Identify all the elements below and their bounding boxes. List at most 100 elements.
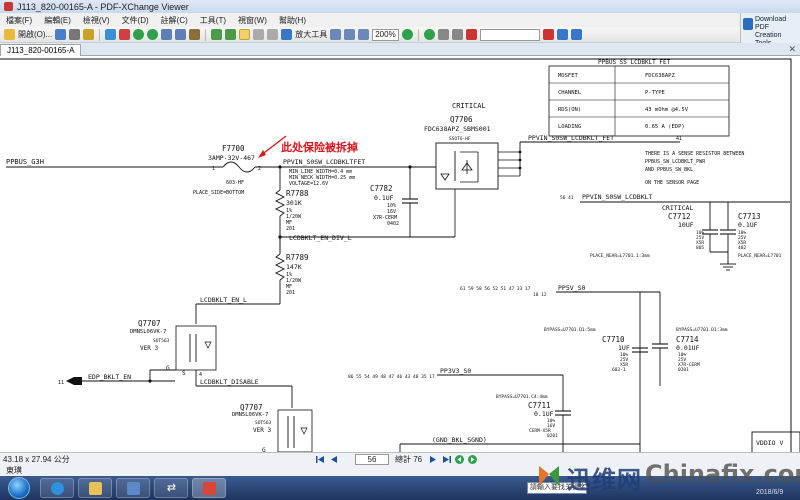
- zoom-tool-icon[interactable]: [281, 29, 293, 40]
- select-text-icon[interactable]: [253, 29, 265, 40]
- document-tab[interactable]: J113_820-00165-A: [0, 44, 82, 56]
- menu-help[interactable]: 幫助(H): [278, 15, 306, 25]
- fit-width-icon[interactable]: [358, 29, 370, 40]
- forward-icon[interactable]: [147, 29, 159, 40]
- hand-tool-icon[interactable]: [239, 29, 251, 40]
- page-dimensions: 43.18 x 27.94 公分: [3, 455, 70, 464]
- acrobat-icon[interactable]: [119, 29, 131, 40]
- sense-note-line: AND PPBUS_SW_BKL: [645, 167, 693, 173]
- taskbar-pdf-viewer-button[interactable]: [192, 478, 226, 498]
- email-icon[interactable]: [83, 29, 95, 40]
- c7713-value: 10%: [738, 230, 746, 236]
- menu-edit[interactable]: 編輯(E): [44, 15, 71, 25]
- critical-label: CRITICAL: [452, 102, 486, 110]
- open-button[interactable]: 開啟(O)...: [18, 30, 53, 39]
- taskbar-ie-button[interactable]: [40, 478, 74, 498]
- r7788-value: 201: [286, 226, 295, 232]
- download-line-1: Download PDF: [755, 16, 787, 31]
- zoom-level-field[interactable]: 200%: [372, 28, 399, 41]
- c7711-ref: C7711: [528, 401, 551, 410]
- menu-view[interactable]: 檢視(V): [82, 15, 110, 25]
- copy-icon[interactable]: [189, 29, 201, 40]
- fuse-ref: F7700: [222, 144, 245, 153]
- find-next-icon[interactable]: [423, 29, 435, 40]
- table-title: PPBUS SS LCDBKLT FET: [598, 59, 671, 66]
- taskbar-explorer-button[interactable]: [78, 478, 112, 498]
- back-view-icon[interactable]: [454, 454, 465, 465]
- last-page-icon[interactable]: [441, 454, 452, 465]
- comment-icon[interactable]: [465, 29, 477, 40]
- fuse-package: 603-HF: [226, 180, 244, 186]
- redo-icon[interactable]: [175, 29, 187, 40]
- stamp-icon[interactable]: [542, 29, 554, 40]
- options-icon[interactable]: [570, 29, 582, 40]
- first-page-icon[interactable]: [315, 454, 326, 465]
- menu-document[interactable]: 文件(D): [121, 15, 149, 25]
- q7706-part: FDC638APZ_SBMS001: [424, 125, 491, 133]
- net-label-fet-out: PPVIN_S0SW_LCDBKLT_FET: [528, 134, 614, 142]
- menu-comments[interactable]: 註解(C): [160, 15, 188, 25]
- document-canvas[interactable]: PPBUS SS LCDBKLT FET MOSFET FDC638APZ CH…: [0, 56, 800, 452]
- table-row-value: 0.65 A (EDP): [645, 124, 685, 130]
- undo-icon[interactable]: [161, 29, 173, 40]
- menu-window[interactable]: 視窗(W): [238, 15, 267, 25]
- fit-page-icon[interactable]: [344, 29, 356, 40]
- pin-number: 2: [258, 166, 261, 172]
- start-button[interactable]: [8, 477, 30, 499]
- attach-icon[interactable]: [437, 29, 449, 40]
- toolbar-separator: [205, 28, 207, 41]
- chinafix-logo-icon: [539, 466, 559, 486]
- c7710-value: 603-1: [612, 367, 626, 373]
- r7789-value: 1/20W: [286, 278, 302, 284]
- vddio-label: VDDIO V: [756, 439, 783, 447]
- c7711-value: 10%: [547, 418, 555, 424]
- secondary-status-bar: 東璜: [0, 466, 800, 476]
- taskbar-shuffle-button[interactable]: ⇄: [154, 478, 188, 498]
- menu-file[interactable]: 檔案(F): [6, 15, 33, 25]
- scan-icon[interactable]: [105, 29, 117, 40]
- watermark-brand-cn: 迅维网: [567, 466, 642, 494]
- c7710-value: 1UF: [618, 344, 630, 352]
- annotation-removed-fuse: 此处保险被拆掉: [281, 140, 358, 154]
- ime-search-box[interactable]: 請輸入要找关键字: [527, 482, 587, 494]
- q7707b-body: [277, 409, 313, 452]
- pin-s: S: [182, 370, 186, 377]
- c7782-value: 16V: [387, 209, 396, 215]
- net-note: MIN_LINE_WIDTH=0.4 mm: [289, 169, 352, 175]
- q7707b-version: VER 3: [253, 427, 271, 434]
- folder-icon: [89, 482, 102, 495]
- search-input[interactable]: [479, 28, 540, 41]
- link-icon[interactable]: [451, 29, 463, 40]
- rotate-left-icon[interactable]: [211, 29, 223, 40]
- net-label-pp5v: PP5V_S0: [558, 284, 585, 292]
- search-icon[interactable]: [556, 29, 568, 40]
- save-icon[interactable]: [55, 29, 67, 40]
- back-icon[interactable]: [133, 29, 145, 40]
- q7707a-package: SOT563: [153, 338, 170, 344]
- fuse-placement: PLACE_SIDE=BOTTOM: [193, 190, 244, 196]
- toolbar-separator: [99, 28, 101, 41]
- download-tools-banner[interactable]: Download PDF Creation Tools: [740, 13, 800, 47]
- rotate-right-icon[interactable]: [225, 29, 237, 40]
- zoom-in-icon[interactable]: [401, 29, 413, 40]
- open-folder-icon: [4, 29, 15, 40]
- current-page-field[interactable]: 56: [355, 454, 389, 465]
- window-icon: [127, 482, 140, 495]
- net-pin-ref: 86 55 54 49 48 47 46 43 40 35 17: [348, 374, 435, 380]
- forward-view-icon[interactable]: [467, 454, 478, 465]
- previous-page-icon[interactable]: [328, 454, 339, 465]
- sense-note-line: THERE IS A SENSE RESISTOR BETWEEN: [645, 151, 744, 157]
- bypass-note: BYPASS=U7701.D1:3mm: [676, 327, 728, 333]
- menu-tools[interactable]: 工具(T): [199, 15, 226, 25]
- print-icon[interactable]: [69, 29, 81, 40]
- zoom-tool-button[interactable]: 放大工具: [295, 30, 328, 39]
- q7706-body: [435, 142, 499, 190]
- snapshot-icon[interactable]: [267, 29, 279, 40]
- close-tab-icon[interactable]: ✕: [788, 44, 796, 54]
- c7713-ref: C7713: [738, 212, 761, 221]
- c7712-value: 805: [696, 245, 704, 251]
- net-pin-ref: 56 41: [560, 195, 574, 201]
- actual-size-icon[interactable]: [330, 29, 342, 40]
- taskbar-app-button[interactable]: [116, 478, 150, 498]
- next-page-icon[interactable]: [428, 454, 439, 465]
